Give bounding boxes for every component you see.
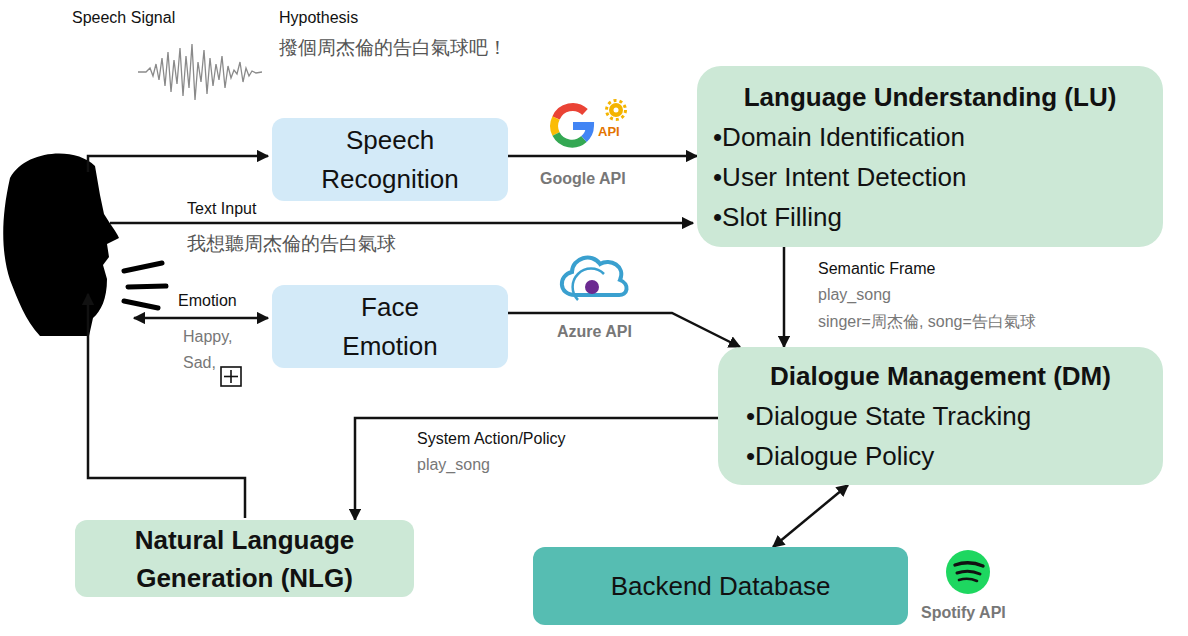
bullet-item: •Domain Identification <box>713 117 1147 157</box>
spotify-icon <box>946 550 990 594</box>
bullet-item: •Dialogue Policy <box>732 436 1149 476</box>
text-input-arrow <box>110 222 693 225</box>
intent-value: play_song <box>818 286 891 304</box>
bullet-item: •Slot Filling <box>713 197 1147 237</box>
spotify-arc <box>959 579 977 581</box>
frame-caption: Semantic Frame <box>818 260 935 278</box>
azure-arc <box>573 269 604 300</box>
slot-values: singer=周杰倫, song=告白氣球 <box>818 312 1036 333</box>
bullet-item: •User Intent Detection <box>713 157 1147 197</box>
api-badge: API <box>598 124 620 139</box>
google-arc <box>556 134 584 144</box>
google-arc <box>556 107 585 118</box>
gear-icon <box>607 101 626 120</box>
module-box: Natural Language Generation (NLG) <box>75 520 414 597</box>
action-value: play_song <box>417 456 490 474</box>
hypothesis-caption: Hypothesis <box>279 9 358 27</box>
speaker-head <box>3 154 119 337</box>
box-title: Backend Database <box>547 567 894 606</box>
hypothesis-text: 撥個周杰倫的告白氣球吧！ <box>279 35 507 61</box>
gear-body <box>609 103 623 117</box>
expand-symbol <box>221 367 241 386</box>
flow-arrow <box>508 313 740 347</box>
input-text: 我想聽周杰倫的告白氣球 <box>187 231 396 257</box>
voice-stroke <box>124 263 162 271</box>
emotion-caption: Emotion <box>178 292 237 310</box>
api-name: Azure API <box>557 323 632 341</box>
spotify-arc <box>955 563 983 566</box>
input-caption: Text Input <box>187 200 256 218</box>
voice-stroke <box>124 301 158 308</box>
voice-stroke <box>128 286 166 287</box>
emotion-values: Happy, Sad, <box>183 324 241 376</box>
box-title: Language Understanding (LU) <box>713 77 1147 117</box>
flow-arrow <box>773 485 848 547</box>
google-arc <box>554 118 556 134</box>
box-title: Natural Language Generation (NLG) <box>125 521 365 597</box>
flow-arrow <box>355 418 718 520</box>
azure-icon <box>562 258 627 300</box>
emotion-arrow <box>134 317 268 320</box>
action-caption: System Action/Policy <box>417 430 566 448</box>
box-title: Dialogue Management (DM) <box>732 356 1149 396</box>
box-title: Face Emotion <box>325 288 455 366</box>
flow-arrow <box>508 155 697 158</box>
api-name: Spotify API <box>921 604 1006 622</box>
google-arc <box>573 126 590 139</box>
response-arrow <box>88 294 245 518</box>
gear-teeth <box>607 101 626 120</box>
spotify-arc <box>957 571 980 574</box>
flow-arrow <box>783 247 786 347</box>
speech-waveform <box>138 44 262 100</box>
speech-signal-arrow <box>88 156 268 172</box>
module-box: Language Understanding (LU)•Domain Ident… <box>697 66 1163 247</box>
api-name: Google API <box>540 170 626 188</box>
azure-dot <box>585 280 599 294</box>
google-icon <box>554 107 590 144</box>
expand-symbol <box>224 376 238 378</box>
database-box: Backend Database <box>533 547 908 625</box>
module-box: Dialogue Management (DM)•Dialogue State … <box>718 347 1163 485</box>
bullet-item: •Dialogue State Tracking <box>732 396 1149 436</box>
gear-hole <box>614 108 619 113</box>
signal-caption: Speech Signal <box>72 9 175 27</box>
process-box: Face Emotion <box>272 285 508 368</box>
process-box: Speech Recognition <box>272 118 508 201</box>
box-title: Speech Recognition <box>310 121 470 199</box>
spotify-circle <box>946 550 990 594</box>
